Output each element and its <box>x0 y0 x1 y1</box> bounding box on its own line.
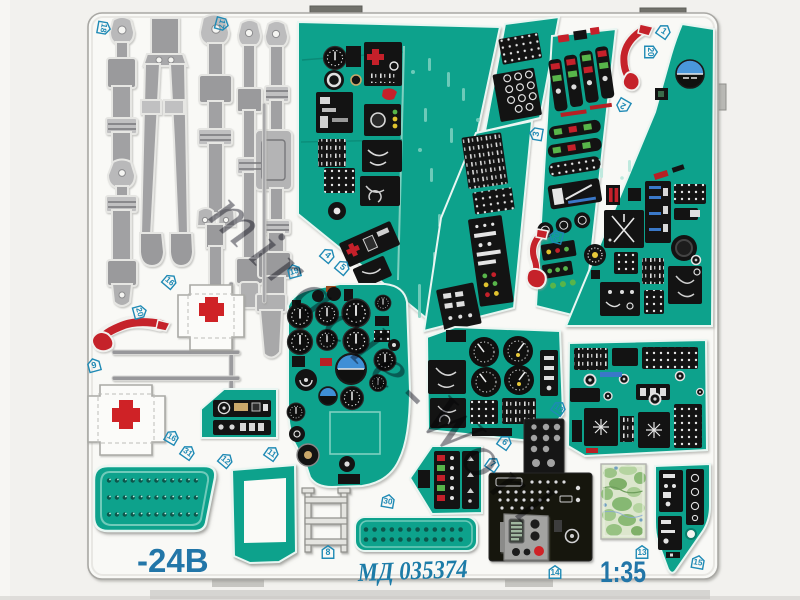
svg-text:6: 6 <box>500 436 510 447</box>
svg-text:15: 15 <box>693 557 704 568</box>
svg-text:16: 16 <box>166 431 179 444</box>
svg-text:1: 1 <box>659 25 669 36</box>
svg-text:4: 4 <box>323 250 333 261</box>
svg-text:20: 20 <box>646 47 655 57</box>
svg-text:9: 9 <box>90 359 97 370</box>
svg-text:30: 30 <box>383 496 394 507</box>
svg-text:8: 8 <box>326 547 331 557</box>
svg-text:3: 3 <box>531 131 542 138</box>
svg-text:14: 14 <box>550 568 560 577</box>
svg-text:-24B: -24B <box>137 542 209 579</box>
svg-text:МД 035374: МД 035374 <box>356 554 468 587</box>
svg-text:18: 18 <box>98 23 109 34</box>
svg-text:1:35: 1:35 <box>600 556 646 589</box>
svg-text:19: 19 <box>289 266 301 277</box>
svg-text:5: 5 <box>338 262 348 273</box>
svg-text:20: 20 <box>551 231 562 243</box>
svg-text:20: 20 <box>134 307 145 319</box>
svg-text:17: 17 <box>216 18 227 30</box>
svg-text:2: 2 <box>618 100 627 111</box>
svg-text:7: 7 <box>488 458 498 469</box>
svg-text:13: 13 <box>637 548 647 557</box>
